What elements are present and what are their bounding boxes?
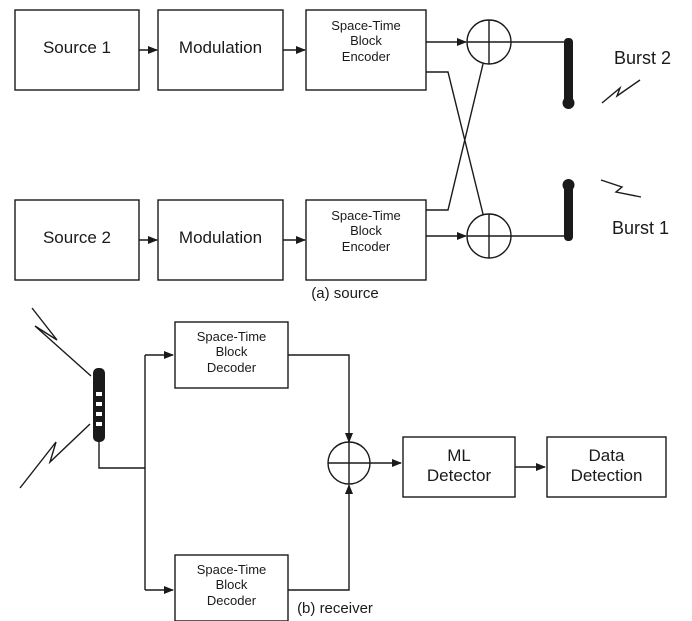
modulation2-label: Modulation bbox=[178, 228, 263, 247]
arrow-decoder1-sum bbox=[288, 354, 353, 443]
antenna-tx-1-tip-icon bbox=[562, 97, 575, 109]
burst2-lightning-icon bbox=[601, 79, 641, 104]
encoder2-box bbox=[305, 199, 427, 281]
cross-line-encoder1-to-sum2 bbox=[426, 71, 484, 215]
decoder1-label: Space-Time Block Decoder bbox=[196, 329, 267, 375]
ml-detector-label: ML Detector bbox=[426, 446, 492, 486]
antenna-tx-2-icon bbox=[564, 185, 573, 241]
cross-line-encoder2-to-sum1 bbox=[426, 63, 484, 211]
rx-antenna-feed bbox=[98, 442, 145, 469]
modulation1-label: Modulation bbox=[178, 38, 263, 57]
caption-a: (a) source bbox=[311, 285, 379, 302]
burst1-label: Burst 1 bbox=[612, 218, 670, 238]
rx-lightning-lower-icon bbox=[19, 423, 91, 489]
arrow-decoder2-sum bbox=[288, 484, 353, 591]
burst1-lightning-icon bbox=[600, 179, 642, 198]
antenna-tx-1-icon bbox=[564, 38, 573, 106]
source2-label: Source 2 bbox=[42, 228, 112, 247]
encoder1-label: Space-Time Block Encoder bbox=[331, 18, 401, 64]
burst2-label: Burst 2 bbox=[614, 48, 672, 68]
source1-label: Source 1 bbox=[42, 38, 112, 57]
data-detection-box bbox=[546, 436, 667, 498]
rx-lightning-upper-icon bbox=[31, 307, 92, 377]
antenna-tx-2-tip-icon bbox=[562, 179, 575, 191]
caption-b: (b) receiver bbox=[297, 600, 373, 617]
decoder2-box bbox=[174, 554, 289, 621]
antenna-rx-icon bbox=[93, 368, 105, 442]
encoder2-label: Space-Time Block Encoder bbox=[331, 208, 401, 254]
data-detection-label: Data Detection bbox=[570, 446, 643, 486]
decoder2-label: Space-Time Block Decoder bbox=[196, 562, 267, 608]
encoder1-box bbox=[305, 9, 427, 91]
